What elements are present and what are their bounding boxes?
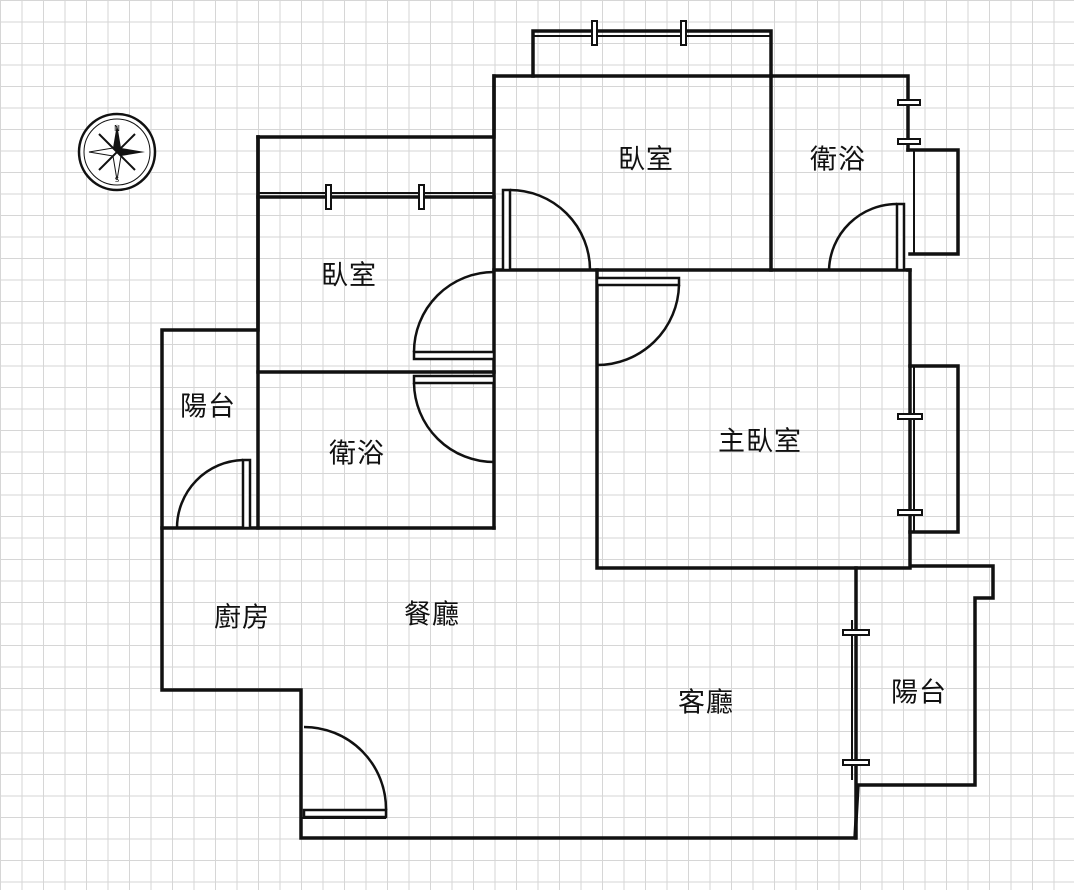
wall-outline-right [160,135,995,840]
compass-north-label: N [114,124,120,133]
room-label-balcony-left: 陽台 [180,391,236,423]
tick [897,413,923,420]
window-ticks [325,20,923,766]
door-bath-left [412,374,496,464]
tick [897,138,921,145]
tick [842,759,870,766]
door-entry [302,725,388,819]
walls [160,29,995,840]
room-label-bath-left: 衛浴 [329,438,385,470]
room-label-balcony-right: 陽台 [891,677,947,709]
door-bedroom-left [412,270,496,361]
compass-rose-icon: N S [77,112,157,192]
bay-window-top [531,29,773,78]
doors [175,188,906,819]
room-label-bedroom-top: 臥室 [618,144,674,176]
tick [680,20,687,46]
room-label-dining: 餐廳 [404,599,460,631]
door-bedroom-top [501,188,592,272]
wall-master-bedroom [595,268,912,570]
tick [842,629,870,636]
room-label-living: 客廳 [678,687,734,719]
tick [591,20,598,46]
room-label-bath-top-right: 衛浴 [810,144,866,176]
door-master-bedroom [595,276,681,367]
room-label-kitchen: 廚房 [214,602,270,634]
tick [897,99,921,106]
door-bath-top-right [827,202,906,272]
door-balcony-left [175,458,252,530]
room-label-bedroom-left: 臥室 [321,260,377,292]
room-label-master-bedroom: 主臥室 [718,426,802,458]
compass-south-label: S [115,176,120,184]
tick [325,184,332,210]
bay-window-master [908,364,960,534]
tick [897,509,923,516]
bay-window-bath [906,148,960,256]
tick [418,184,425,210]
